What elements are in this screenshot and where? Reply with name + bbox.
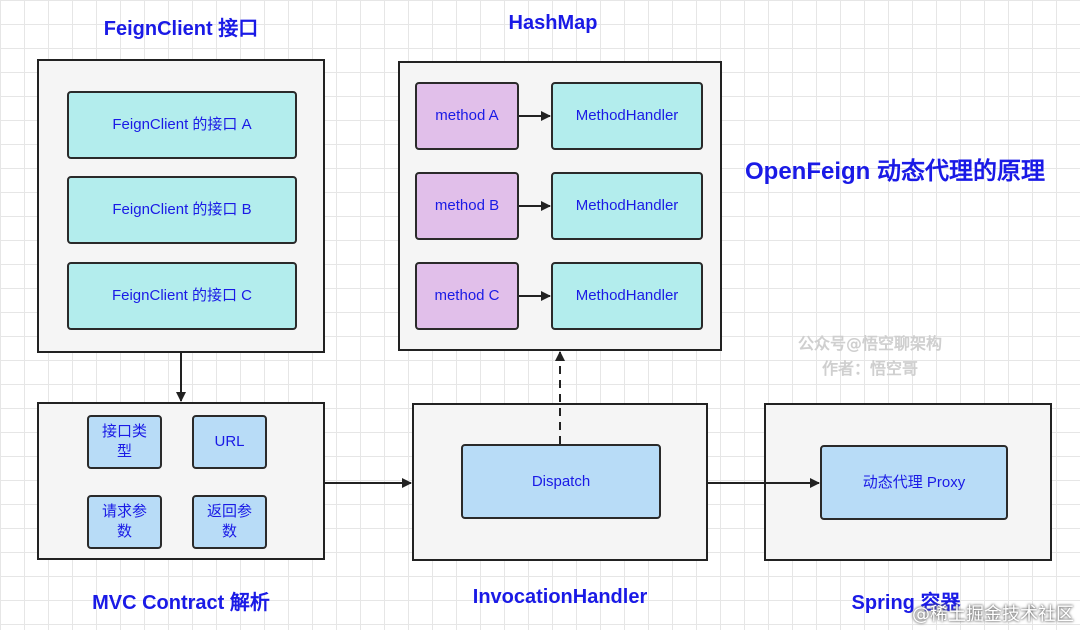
feignclient-interface-c: FeignClient 的接口 C [67, 262, 297, 330]
method-handler-a: MethodHandler [551, 82, 703, 150]
watermark-line-2: 作者：悟空哥 [822, 359, 919, 378]
mvc-contract-group [37, 402, 325, 560]
contract-request-params: 请求参 数 [87, 495, 162, 549]
method-c: method C [415, 262, 519, 330]
method-b: method B [415, 172, 519, 240]
watermark-line-1: 公众号@悟空聊架构 [798, 334, 943, 353]
mvc-contract-heading: MVC Contract 解析 [92, 592, 270, 614]
contract-return-params: 返回参 数 [192, 495, 267, 549]
method-a: method A [415, 82, 519, 150]
method-handler-c: MethodHandler [551, 262, 703, 330]
diagram-title: OpenFeign 动态代理的原理 [745, 158, 1045, 185]
method-handler-b: MethodHandler [551, 172, 703, 240]
invocation-handler-heading: InvocationHandler [472, 586, 648, 608]
dynamic-proxy-node: 动态代理 Proxy [820, 445, 1008, 520]
feignclient-interface-b: FeignClient 的接口 B [67, 176, 297, 244]
footer-watermark: @稀土掘金技术社区 [912, 604, 1074, 625]
contract-url: URL [192, 415, 267, 469]
spring-container-heading: Spring 容器 [851, 592, 961, 614]
feignclient-heading: FeignClient 接口 [103, 18, 259, 40]
dispatch-node: Dispatch [461, 444, 661, 519]
feignclient-interface-a: FeignClient 的接口 A [67, 91, 297, 159]
contract-interface-type: 接口类 型 [87, 415, 162, 469]
hashmap-heading: HashMap [508, 12, 598, 34]
